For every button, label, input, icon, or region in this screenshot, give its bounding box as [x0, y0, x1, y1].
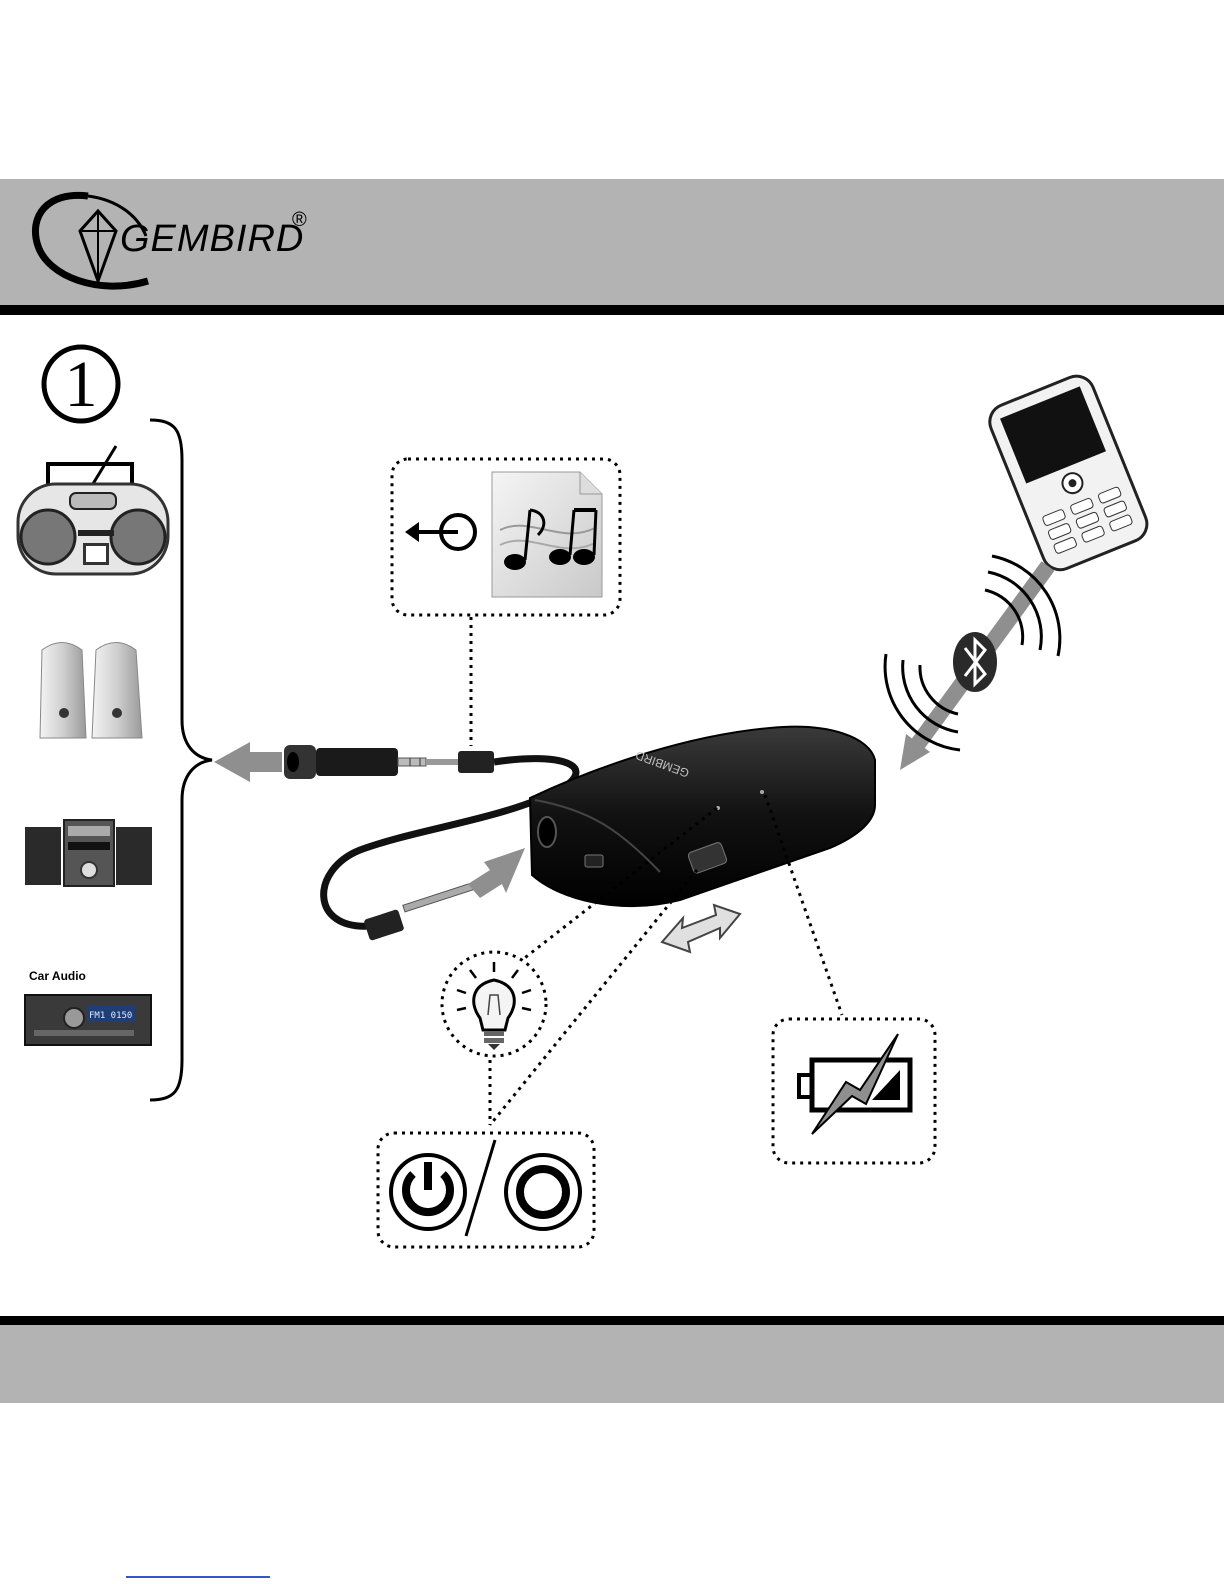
cable-jack-plug [363, 883, 473, 941]
led-bulb-icon [457, 962, 531, 1050]
power-off-icon [506, 1155, 580, 1229]
output-arrow [214, 742, 282, 782]
boombox-icon [18, 446, 168, 574]
car-display-text: FM1 0150 [89, 1011, 132, 1021]
car-stereo-icon: Car Audio FM1 0150 [25, 969, 151, 1045]
footer-band [0, 1325, 1224, 1403]
switch-direction-arrow [662, 905, 740, 952]
power-switch-box [378, 1133, 594, 1247]
switch-leader [490, 870, 697, 1125]
bluetooth-receiver-device: GEMBIRD [530, 727, 875, 906]
power-separator [466, 1140, 495, 1236]
pc-speakers-icon [40, 643, 142, 739]
step-number: 1 [65, 348, 98, 421]
battery-status-box [773, 1019, 935, 1163]
step-indicator: 1 [44, 347, 118, 421]
bottom-link-underline[interactable] [126, 1576, 270, 1578]
music-source-box [392, 459, 620, 615]
audio-out-icon [405, 515, 475, 549]
led-indicator-box [442, 952, 546, 1056]
bluetooth-signal [885, 556, 1060, 770]
bluetooth-icon [953, 632, 997, 692]
battery-charge-icon [799, 1034, 910, 1134]
power-on-icon [391, 1155, 465, 1229]
input-arrow [468, 848, 525, 898]
mobile-phone-icon [984, 371, 1152, 575]
hifi-system-icon [25, 820, 152, 886]
car-audio-label: Car Audio [29, 969, 86, 983]
audio-adapter-icon [284, 745, 494, 779]
footer-rule [0, 1316, 1224, 1325]
music-file-icon [492, 472, 602, 597]
